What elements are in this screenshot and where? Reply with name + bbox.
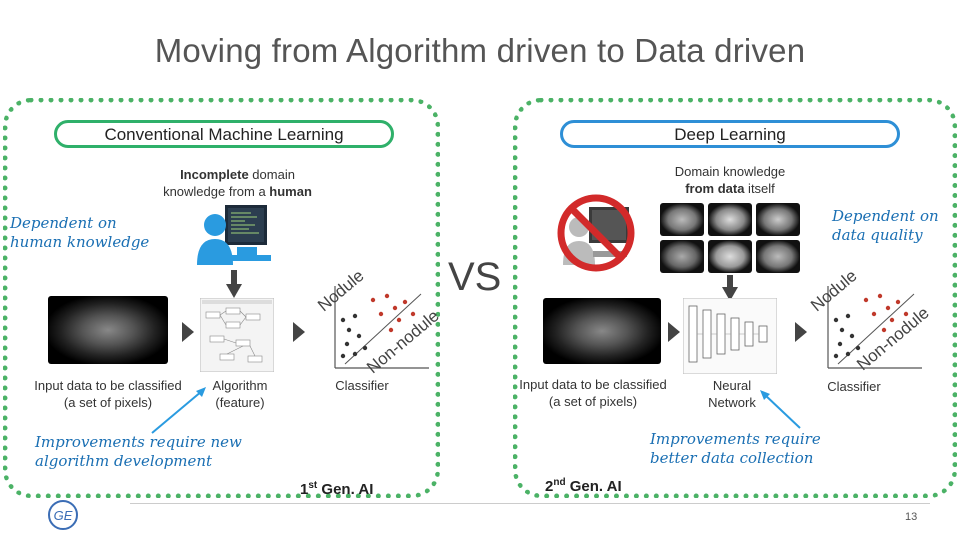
second-gen-text: Gen. AI (565, 478, 622, 495)
incomplete-word: Incomplete (180, 167, 249, 182)
left-improvement-note: Improvements require new algorithm devel… (35, 433, 242, 470)
right-arrow-1 (668, 322, 680, 342)
itself-word: itself (744, 181, 775, 196)
left-panel (3, 98, 440, 498)
slide-title: Moving from Algorithm driven to Data dri… (154, 32, 806, 69)
ct-scan-thumbnail (660, 203, 704, 236)
page-number: 13 (905, 511, 918, 523)
from-data-word: from data (685, 181, 745, 196)
deep-learning-header: Deep Learning (560, 120, 900, 148)
domain-knowledge-line: Domain knowledge (674, 164, 786, 179)
right-input-ct-scan (543, 298, 661, 364)
left-input-label: Input data to be classified (a set of pi… (34, 378, 182, 410)
algorithm-diagram-image (200, 298, 274, 372)
left-annotation: Dependent on human knowledge (10, 214, 150, 251)
domain-word: domain (248, 167, 295, 182)
right-classifier-label: Classifier (827, 379, 881, 394)
right-improvement-note: Improvements require better data collect… (650, 430, 821, 467)
knowledge-from-human: knowledge from a (163, 184, 270, 199)
right-input-label: Input data to be classified (a set of pi… (519, 377, 667, 409)
vs-label: VS (448, 255, 502, 299)
conventional-ml-header: Conventional Machine Learning (54, 120, 394, 148)
right-panel (513, 98, 957, 498)
ct-scan-thumbnail (756, 203, 800, 236)
ct-scan-grid (660, 203, 800, 273)
ct-scan-thumbnail (708, 240, 752, 273)
right-down-arrow (722, 275, 738, 301)
ct-scan-thumbnail (708, 203, 752, 236)
neural-network-label: Neural Network (708, 378, 756, 410)
no-human-icon (557, 194, 635, 272)
ct-scan-thumbnail (756, 240, 800, 273)
first-gen-suffix: st (308, 480, 318, 491)
first-gen-label: 1st Gen. AI (300, 480, 373, 498)
ge-logo: GE (48, 500, 78, 530)
right-domain-text: Domain knowledge from data itself (640, 163, 820, 197)
ct-scan-thumbnail (660, 240, 704, 273)
footer-divider (130, 503, 930, 504)
left-classifier-label: Classifier (335, 378, 389, 393)
left-input-ct-scan (48, 296, 168, 364)
second-gen-suffix: nd (553, 477, 566, 488)
right-note-connector (760, 390, 801, 429)
right-annotation: Dependent on data quality (832, 207, 939, 244)
human-computer-icon (197, 205, 271, 265)
right-arrow-2 (795, 322, 807, 342)
ge-logo-text: GE (54, 508, 73, 523)
left-classifier-plot (334, 286, 429, 369)
first-gen-text: Gen. AI (317, 481, 374, 498)
second-gen-label: 2nd Gen. AI (545, 477, 622, 495)
left-domain-text: Incomplete domain knowledge from a human (130, 166, 345, 200)
neural-network-diagram (683, 298, 777, 374)
second-gen-number: 2 (545, 478, 554, 495)
human-word: human (269, 184, 312, 199)
right-classifier-plot (827, 286, 922, 369)
left-down-arrow (226, 270, 242, 298)
left-note-connector (151, 387, 206, 434)
left-arrow-1 (182, 322, 194, 342)
algorithm-label: Algorithm (feature) (212, 378, 268, 410)
first-gen-number: 1 (300, 481, 309, 498)
left-arrow-2 (293, 322, 305, 342)
